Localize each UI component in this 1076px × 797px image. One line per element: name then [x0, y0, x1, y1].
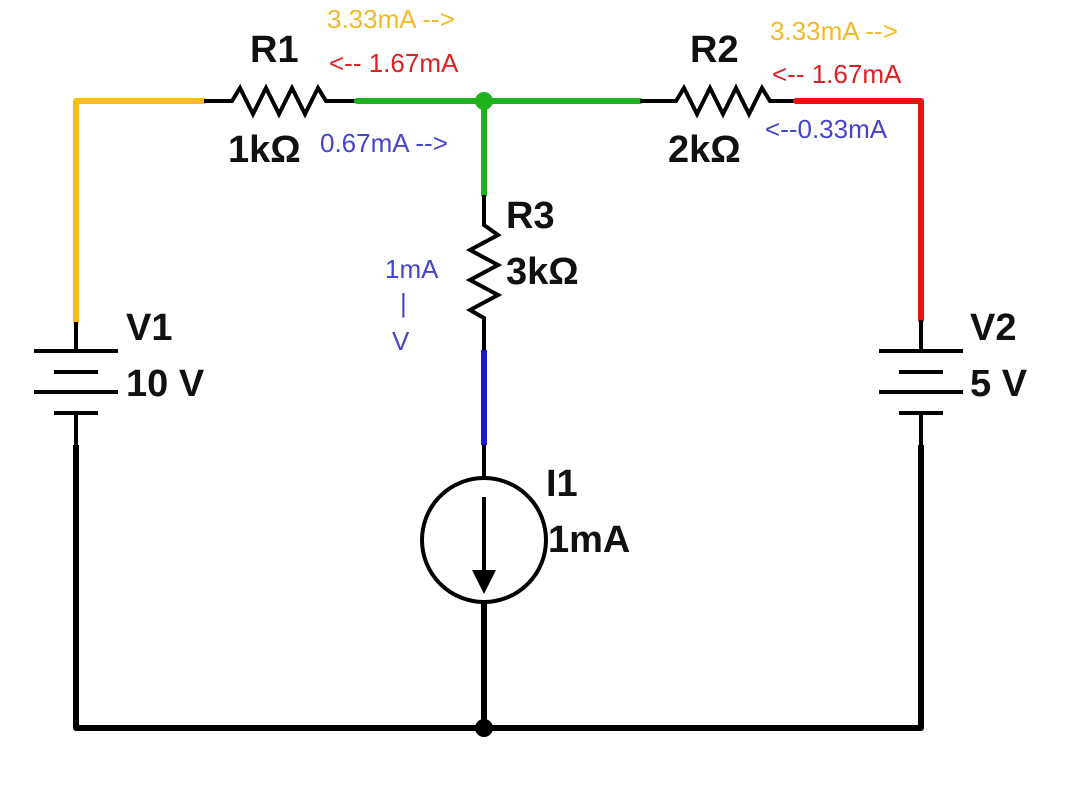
v1-name: V1 [126, 307, 172, 349]
v1-value: 10 V [126, 363, 205, 405]
annotation-r3-line3: V [392, 326, 410, 356]
annotation-r1-yellow: 3.33mA --> [327, 4, 455, 34]
battery-v2[interactable] [879, 320, 963, 445]
v2-value: 5 V [970, 363, 1028, 405]
r2-value: 2kΩ [668, 129, 741, 171]
wire-ground[interactable] [73, 445, 924, 731]
annotation-r2-red: <-- 1.67mA [772, 59, 902, 89]
wire-v1-node[interactable] [73, 98, 207, 325]
i1-value: 1mA [548, 519, 630, 561]
junction-node-top [475, 92, 493, 110]
wire-v2-node[interactable] [793, 98, 924, 323]
annotation-r3-line1: 1mA [385, 254, 439, 284]
r3-value: 3kΩ [506, 251, 579, 293]
annotation-r1-red: <-- 1.67mA [329, 48, 459, 78]
resistor-r2[interactable] [640, 83, 796, 119]
annotation-r2-yellow: 3.33mA --> [770, 16, 898, 46]
annotation-r3-line2: | [400, 288, 407, 318]
r3-name: R3 [506, 195, 555, 237]
i1-name: I1 [546, 463, 578, 505]
r1-name: R1 [250, 29, 299, 71]
resistor-r1[interactable] [204, 83, 357, 119]
r1-value: 1kΩ [228, 129, 301, 171]
v2-name: V2 [970, 307, 1016, 349]
arrow-down-icon [472, 570, 496, 594]
annotation-r1-blue: 0.67mA --> [320, 128, 448, 158]
junction-node-bottom [475, 719, 493, 737]
r2-name: R2 [690, 29, 739, 71]
resistor-r3[interactable] [465, 195, 503, 350]
wire-mid-node[interactable] [354, 98, 643, 198]
annotation-r2-blue: <--0.33mA [765, 114, 888, 144]
battery-v1[interactable] [34, 322, 118, 445]
current-source-i1[interactable] [420, 476, 548, 604]
